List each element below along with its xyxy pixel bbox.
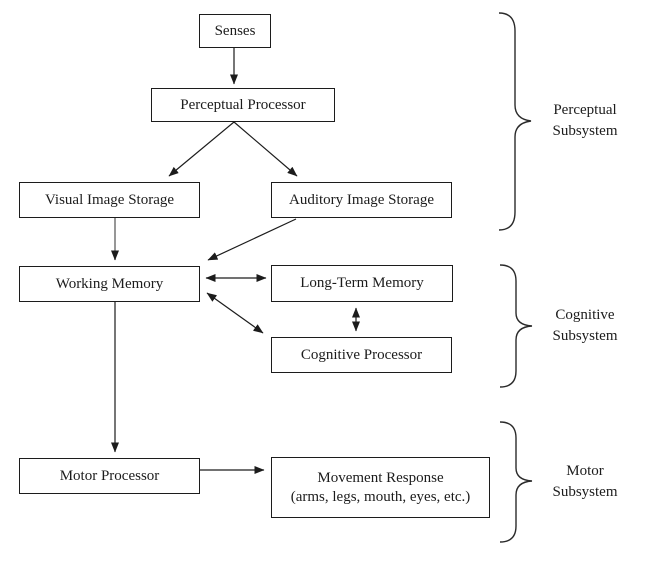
label-perceptual-subsystem-line1: Perceptual: [553, 102, 617, 118]
label-cognitive-subsystem-line2: Subsystem: [552, 328, 618, 344]
box-senses-label: Senses: [214, 22, 256, 39]
box-auditory-image-storage-label: Auditory Image Storage: [289, 191, 434, 208]
box-motor-processor-label: Motor Processor: [59, 467, 160, 484]
box-auditory-image-storage: Auditory Image Storage: [271, 182, 452, 218]
box-movement-response-sublabel: (arms, legs, mouth, eyes, etc.): [290, 488, 471, 505]
box-working-memory: Working Memory: [19, 266, 200, 302]
label-perceptual-subsystem-line2: Subsystem: [552, 123, 618, 139]
brace-perceptual-subsystem: [498, 12, 532, 231]
label-cognitive-subsystem-line1: Cognitive: [555, 307, 615, 323]
brace-motor-subsystem: [499, 421, 533, 543]
box-movement-response-label: Movement Response: [317, 469, 444, 486]
label-motor-subsystem-line2: Subsystem: [552, 484, 618, 500]
box-motor-processor: Motor Processor: [19, 458, 200, 494]
box-long-term-memory: Long-Term Memory: [271, 265, 453, 302]
box-perceptual-processor-label: Perceptual Processor: [180, 96, 306, 113]
label-motor-subsystem-line1: Motor: [566, 463, 604, 479]
box-movement-response: Movement Response (arms, legs, mouth, ey…: [271, 457, 490, 518]
box-cognitive-processor: Cognitive Processor: [271, 337, 452, 373]
label-motor-subsystem: Motor Subsystem: [539, 461, 631, 503]
arrow-perceptual-processor-to-auditory-image-storage: [233, 121, 298, 177]
box-cognitive-processor-label: Cognitive Processor: [300, 346, 423, 363]
box-visual-image-storage: Visual Image Storage: [19, 182, 200, 218]
box-perceptual-processor: Perceptual Processor: [151, 88, 335, 122]
brace-cognitive-subsystem: [499, 264, 533, 388]
box-senses: Senses: [199, 14, 271, 48]
box-working-memory-label: Working Memory: [55, 275, 164, 292]
arrow-perceptual-processor-to-visual-image-storage: [168, 121, 235, 177]
double-arrow-working-memory-cognitive-processor: [206, 292, 264, 334]
label-cognitive-subsystem: Cognitive Subsystem: [539, 305, 631, 347]
box-visual-image-storage-label: Visual Image Storage: [44, 191, 175, 208]
arrow-auditory-image-storage-to-working-memory: [207, 218, 297, 261]
label-perceptual-subsystem: Perceptual Subsystem: [539, 100, 631, 142]
box-long-term-memory-label: Long-Term Memory: [300, 275, 424, 291]
